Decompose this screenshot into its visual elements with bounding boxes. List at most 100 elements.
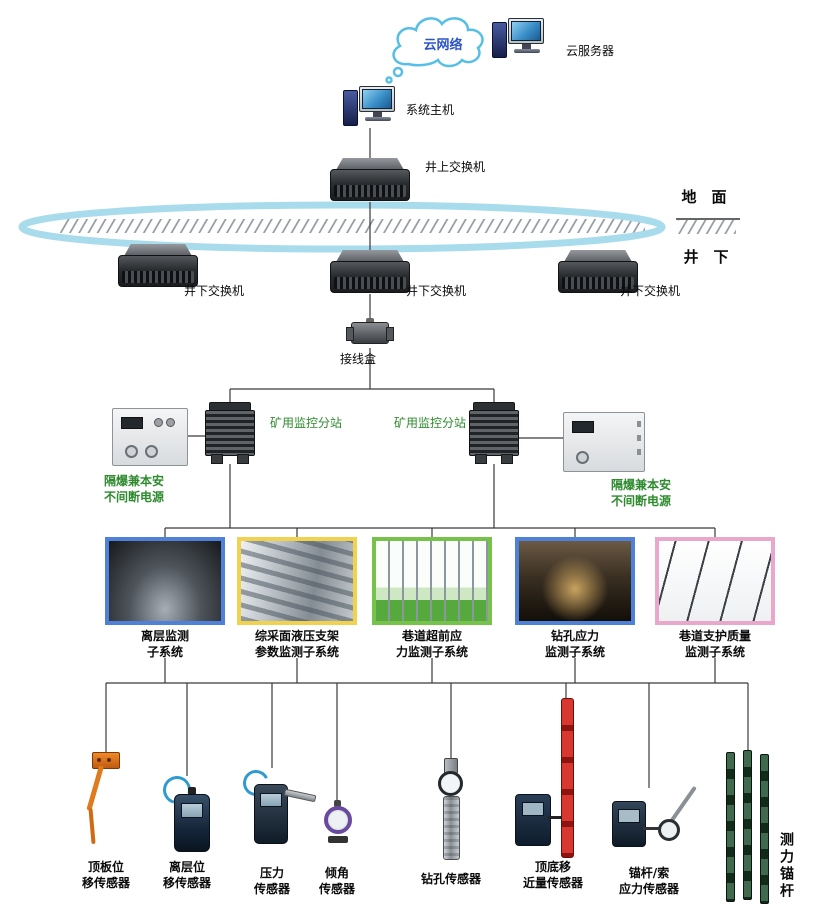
separation-displacement-sensor-icon	[157, 770, 214, 862]
force-anchor-bars-icon	[726, 750, 774, 904]
sensor-wire	[643, 827, 659, 830]
sensor-pole	[561, 698, 574, 858]
borehole-sensor-icon	[426, 758, 476, 862]
subsystem-label: 离层监测 子系统	[140, 629, 189, 659]
ups-right-label: 隔爆兼本安 不间断电源	[610, 478, 672, 508]
subsystem-card-hydraulic-support: 综采面液压支架 参数监测子系统	[237, 537, 357, 660]
ground-hatch-band	[60, 219, 645, 233]
anchor-stress-sensor-icon	[612, 783, 697, 861]
ups-hinges	[637, 421, 641, 463]
substation-foot	[475, 454, 487, 464]
subsystem-photo-supports	[237, 537, 357, 625]
host-base	[365, 117, 391, 121]
server-monitor	[508, 18, 544, 44]
sensor-plug	[188, 787, 196, 795]
server-screen	[511, 21, 541, 41]
pressure-sensor-label: 压力 传感器	[253, 866, 291, 896]
switch-top-face	[336, 250, 404, 262]
switch-ports	[562, 277, 634, 289]
switch-top-face	[336, 158, 404, 170]
switch-ports	[334, 185, 406, 197]
sensor-display	[618, 809, 640, 823]
junction-gland	[366, 318, 374, 324]
server-base	[514, 49, 540, 53]
borehole-sensor-label: 钻孔传感器	[420, 872, 482, 886]
roof-displacement-sensor-label: 顶板位 移传感器	[81, 860, 131, 890]
tilt-sensor-label: 倾角 传感器	[318, 866, 356, 896]
subsystem-label: 巷道支护质量 监测子系统	[678, 629, 751, 659]
substation-foot	[211, 454, 223, 464]
underground-switch-right-label: 井下交换机	[619, 284, 681, 298]
switch-ports	[334, 277, 406, 289]
junction-box-label: 接线盒	[339, 352, 377, 366]
anchor-bar	[726, 752, 735, 902]
substation-foot	[501, 454, 513, 464]
ups-display	[572, 421, 594, 433]
anchor-bar	[760, 754, 769, 904]
subsystem-label: 钻孔应力 监测子系统	[544, 629, 605, 659]
substation-fins	[205, 410, 255, 456]
sensor-hole	[107, 758, 111, 762]
substation-right-label: 矿用监控分站	[393, 416, 467, 430]
sensor-hole	[97, 758, 101, 762]
underground-switch-right-icon	[558, 250, 638, 296]
ring-network	[18, 201, 666, 253]
underground-switch-left-icon	[118, 244, 198, 290]
ground-surface-label: 地 面	[681, 188, 727, 206]
roof-displacement-sensor-icon	[84, 752, 128, 852]
host-tower	[343, 90, 358, 126]
ups-knob	[166, 418, 175, 427]
sensor-probe	[88, 807, 96, 845]
force-anchor-label: 测力锚杆	[778, 832, 794, 900]
junction-body	[351, 322, 389, 344]
ups-connector	[125, 445, 138, 458]
sensor-rod	[668, 785, 697, 825]
sensor-display	[522, 802, 544, 816]
switch-body	[118, 255, 198, 287]
junction-box-icon	[346, 318, 394, 348]
sensor-gauge	[438, 771, 463, 796]
separation-displacement-sensor-label: 离层位 移传感器	[162, 860, 212, 890]
pressure-sensor-icon	[239, 766, 317, 854]
substation-fins	[469, 410, 519, 456]
subsystem-card-advance-stress: 巷道超前应 力监测子系统	[372, 537, 492, 660]
sensor-head	[92, 752, 120, 769]
convergence-sensor-label: 顶底移 近量传感器	[522, 860, 584, 890]
sensor-display	[181, 803, 203, 818]
underground-label: 井 下	[683, 248, 729, 266]
system-host-icon	[343, 86, 397, 126]
subsystem-label: 巷道超前应 力监测子系统	[395, 629, 468, 659]
sensor-gauge	[658, 819, 680, 841]
subsystem-photo-gauges	[372, 537, 492, 625]
subsystem-photo-anchors	[655, 537, 775, 625]
underground-switch-center-label: 井下交换机	[405, 284, 467, 298]
substation-left-label: 矿用监控分站	[269, 416, 343, 430]
tilt-sensor-icon	[318, 800, 358, 856]
system-host-label: 系统主机	[405, 103, 455, 117]
host-stand	[373, 112, 382, 117]
connection-lines	[105, 128, 749, 800]
sensor-probe	[283, 788, 317, 803]
substation-right-icon	[469, 402, 519, 464]
subsystem-card-separation: 离层监测 子系统	[105, 537, 225, 660]
cloud-network-label: 云网络	[423, 38, 463, 53]
sensor-body	[612, 801, 646, 847]
ups-left-icon	[112, 408, 188, 466]
server-stand	[522, 44, 531, 49]
subsystem-card-support-quality: 巷道支护质量 监测子系统	[655, 537, 775, 660]
sensor-cylinder	[443, 796, 460, 860]
switch-top-face	[564, 250, 632, 262]
switch-top-face	[124, 244, 192, 256]
ups-connector	[576, 451, 589, 464]
subsystem-card-borehole-stress: 钻孔应力 监测子系统	[515, 537, 635, 660]
ups-left-label: 隔爆兼本安 不间断电源	[103, 474, 165, 504]
sensor-link	[548, 816, 562, 819]
server-tower	[492, 22, 507, 58]
host-screen	[362, 89, 392, 109]
surface-switch-icon	[330, 158, 410, 204]
switch-body	[558, 261, 638, 293]
junction-port-left	[346, 327, 354, 341]
cloud-server-icon	[492, 18, 546, 58]
substation-left-icon	[205, 402, 255, 464]
sensor-display	[260, 793, 282, 807]
